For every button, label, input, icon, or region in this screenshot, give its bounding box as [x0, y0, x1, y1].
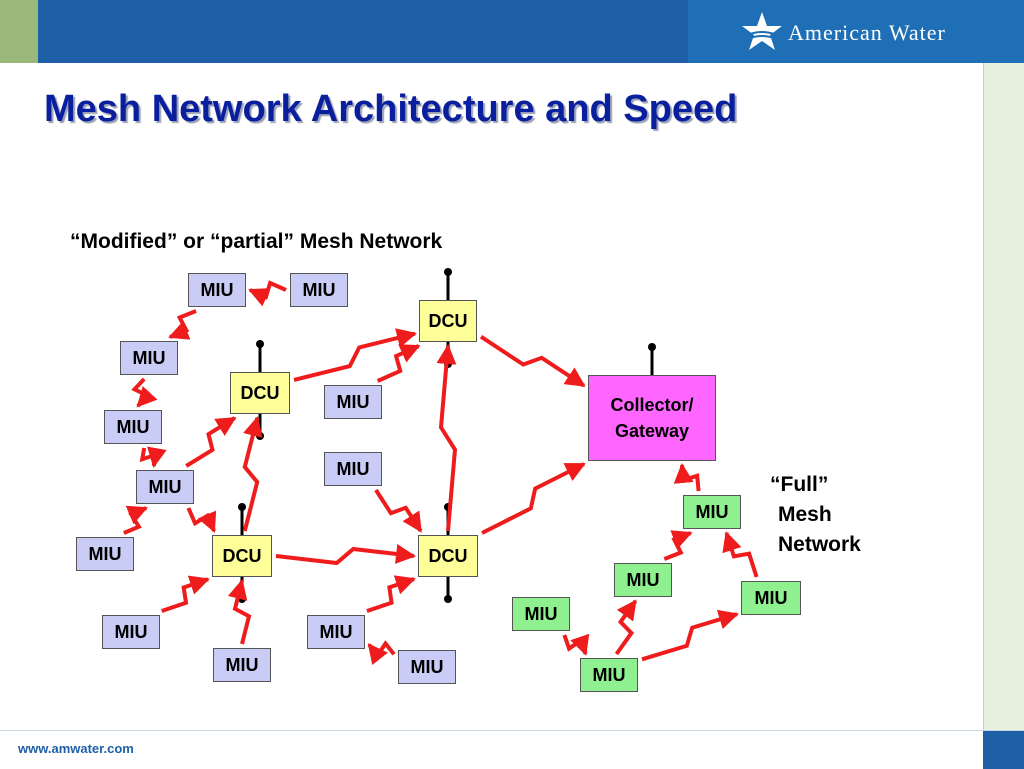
antenna-tip: [648, 343, 656, 351]
miu-node: MIU: [76, 537, 134, 571]
dcu-node: DCU: [419, 300, 477, 342]
antenna-tip: [238, 503, 246, 511]
slide-title: Mesh Network Architecture and Speed: [44, 88, 738, 130]
radio-link-arrow: [562, 633, 590, 656]
miu-node: MIU: [136, 470, 194, 504]
footer-bar: [0, 730, 1024, 769]
radio-link-arrow: [293, 328, 417, 382]
miu-node: MIU: [512, 597, 570, 631]
collector-gateway-node: Collector/Gateway: [588, 375, 716, 461]
radio-link-arrow: [248, 280, 287, 307]
miu-node: MIU: [324, 385, 382, 419]
radio-link-arrow: [436, 344, 458, 532]
radio-link-arrow: [376, 344, 421, 383]
radio-link-arrow: [131, 377, 158, 408]
miu-node: MIU: [188, 273, 246, 307]
radio-link-arrow: [275, 544, 416, 566]
radio-link-arrow: [139, 446, 167, 468]
miu-node: MIU: [683, 495, 741, 529]
miu-node: MIU: [102, 615, 160, 649]
radio-link-arrow: [227, 579, 252, 645]
radio-link-arrow: [374, 488, 423, 533]
collector-label-line: Gateway: [614, 421, 690, 441]
miu-node: MIU: [290, 273, 348, 307]
dcu-node: DCU: [418, 535, 478, 577]
miu-node: MIU: [614, 563, 672, 597]
brand-panel: [688, 0, 1024, 63]
footer-corner: [983, 731, 1024, 769]
dcu-node: DCU: [212, 535, 272, 577]
miu-node: MIU: [741, 581, 801, 615]
radio-link-arrow: [168, 309, 197, 340]
miu-node: MIU: [213, 648, 271, 682]
antenna-tip: [444, 268, 452, 276]
radio-link-arrow: [161, 575, 210, 613]
radio-link-arrow: [366, 575, 416, 613]
miu-node: MIU: [120, 341, 178, 375]
antenna-tip: [256, 432, 264, 440]
full-mesh-label-line: Network: [778, 533, 861, 556]
miu-node: MIU: [324, 452, 382, 486]
radio-link-arrow: [663, 530, 693, 561]
radio-link-arrow: [367, 640, 396, 666]
miu-node: MIU: [398, 650, 456, 684]
radio-link-arrow: [722, 531, 759, 578]
radio-link-arrow: [673, 463, 701, 492]
radio-link-arrow: [186, 507, 217, 533]
full-mesh-label: “Full” Mesh Network: [770, 470, 861, 560]
header-accent-strip: [0, 0, 38, 63]
antenna-tip: [444, 595, 452, 603]
full-mesh-label-line: Mesh: [778, 503, 832, 526]
full-mesh-label-line: “Full”: [770, 473, 829, 496]
miu-node: MIU: [307, 615, 365, 649]
miu-node: MIU: [580, 658, 638, 692]
star-logo-icon: [742, 12, 782, 50]
radio-link-arrow: [123, 505, 149, 535]
radio-link-arrow: [185, 416, 237, 468]
radio-link-arrow: [481, 462, 586, 535]
radio-link-arrow: [479, 335, 586, 388]
radio-link-arrow: [641, 609, 739, 662]
header-bar: [0, 0, 1024, 63]
right-sidebar-strip: [983, 63, 1024, 730]
collector-label-line: Collector/: [610, 395, 694, 415]
antenna-tip: [256, 340, 264, 348]
dcu-node: DCU: [230, 372, 290, 414]
miu-node: MIU: [104, 410, 162, 444]
partial-mesh-label: “Modified” or “partial” Mesh Network: [70, 230, 443, 253]
radio-link-arrow: [614, 599, 638, 656]
footer-url-link[interactable]: www.amwater.com: [18, 741, 134, 756]
radio-link-arrow: [242, 416, 263, 532]
brand-name: American Water: [788, 20, 946, 45]
